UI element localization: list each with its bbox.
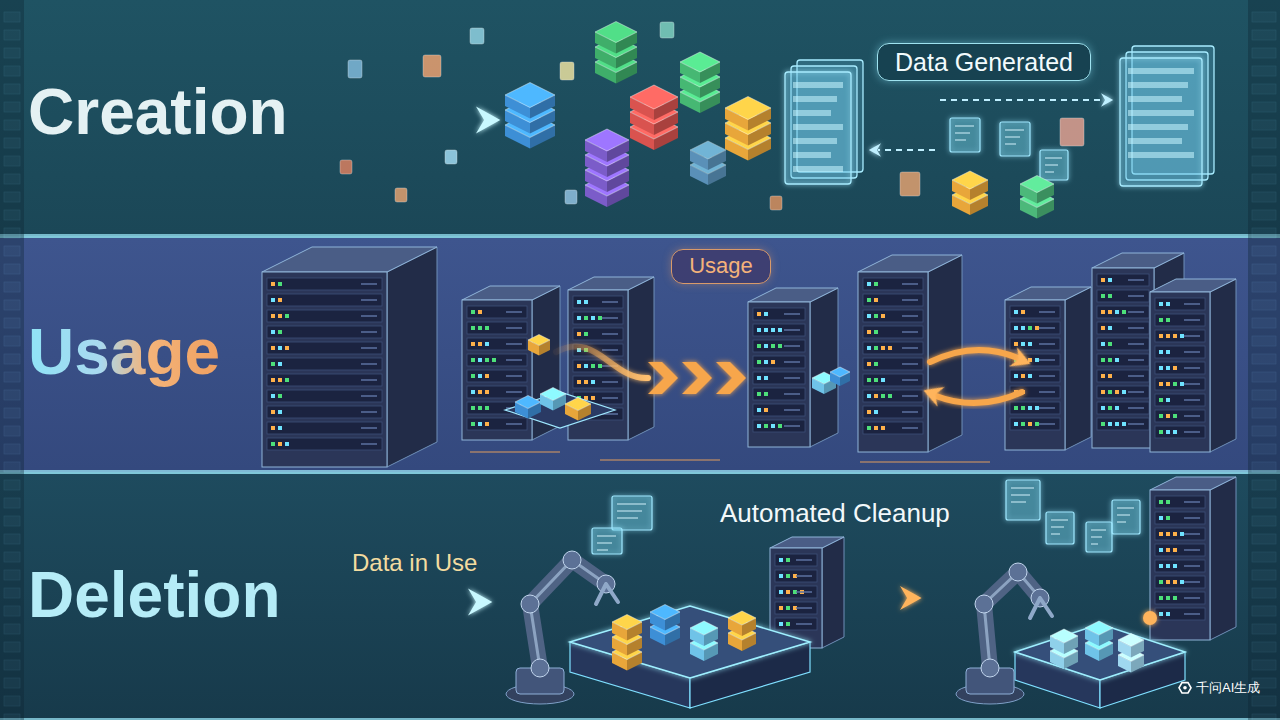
stage-title: Usage xyxy=(28,315,220,389)
stage-title: Deletion xyxy=(28,558,280,632)
flow-caption: Data in Use xyxy=(352,549,477,578)
stage-band: Deletion xyxy=(0,474,1280,720)
process-caption: Automated Cleanup xyxy=(720,498,950,529)
status-tag: Data Generated xyxy=(877,43,1091,81)
watermark: 千问AI生成 xyxy=(1196,680,1260,696)
stage-title: Creation xyxy=(28,75,288,149)
stage-band: UsageUsage xyxy=(0,238,1280,472)
tag-text: Usage xyxy=(689,253,753,279)
stage-band: Creation Data Generated xyxy=(0,0,1280,236)
tag-text: Data Generated xyxy=(895,47,1073,77)
status-tag: Usage xyxy=(671,249,771,284)
